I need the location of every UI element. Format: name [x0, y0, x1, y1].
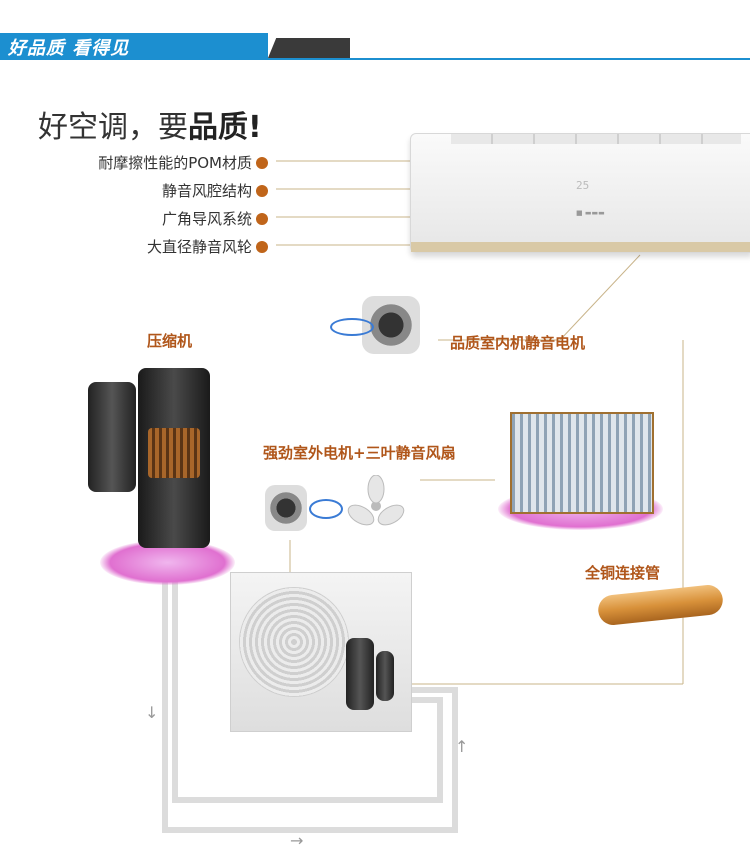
feature-label: 耐摩擦性能的POM材质 — [98, 154, 252, 172]
feature-dot-icon — [256, 240, 268, 253]
header-accent — [268, 38, 350, 58]
header-bar — [0, 33, 268, 59]
feature-label: 大直径静音风轮 — [146, 238, 252, 256]
feature-item: 耐摩擦性能的POM材质 — [98, 152, 268, 173]
feature-dot-icon — [256, 212, 268, 225]
svg-text:→: → — [290, 831, 303, 850]
compressor-tank-image — [88, 382, 136, 492]
headline: 好空调，要品质! — [38, 102, 262, 146]
indoor-motor-label: 品质室内机静音电机 — [450, 334, 586, 352]
feature-dot-icon — [256, 156, 268, 169]
headline-prefix: 好空调，要 — [38, 110, 188, 145]
indoor-motor-image — [330, 296, 430, 356]
indoor-unit-image: 25 ■ ▬▬▬ — [410, 133, 750, 253]
fan-blade-icon — [347, 475, 405, 526]
svg-text:↓: ↓ — [145, 703, 158, 722]
outdoor-motor-label: 强劲室外电机+三叶静音风扇 — [263, 444, 456, 462]
feature-item: 大直径静音风轮 — [147, 236, 268, 257]
svg-text:↑: ↑ — [455, 737, 468, 756]
evaporator-coil-image — [510, 412, 654, 514]
outdoor-fan-grill — [239, 587, 349, 697]
feature-label: 静音风腔结构 — [161, 182, 252, 200]
header-title: 好品质 看得见 — [8, 38, 130, 59]
feature-dot-icon — [256, 184, 268, 197]
feature-item: 广角导风系统 — [162, 208, 268, 229]
outdoor-compressor-image — [346, 638, 374, 710]
headline-bold: 品质! — [188, 110, 262, 145]
outdoor-motor-image — [265, 485, 345, 535]
header-divider — [0, 58, 750, 60]
indoor-trim — [411, 242, 750, 252]
indoor-vent — [451, 134, 741, 144]
outdoor-unit-image — [230, 572, 412, 732]
compressor-label: 压缩机 — [147, 332, 193, 350]
copper-pipe-label: 全铜连接管 — [585, 564, 661, 582]
feature-label: 广角导风系统 — [161, 210, 252, 228]
indoor-display: 25 — [576, 179, 590, 192]
feature-item: 静音风腔结构 — [162, 180, 268, 201]
outdoor-tank-image — [376, 651, 394, 701]
brand-logo: ■ ▬▬▬ — [576, 209, 605, 217]
compressor-image — [138, 368, 210, 548]
